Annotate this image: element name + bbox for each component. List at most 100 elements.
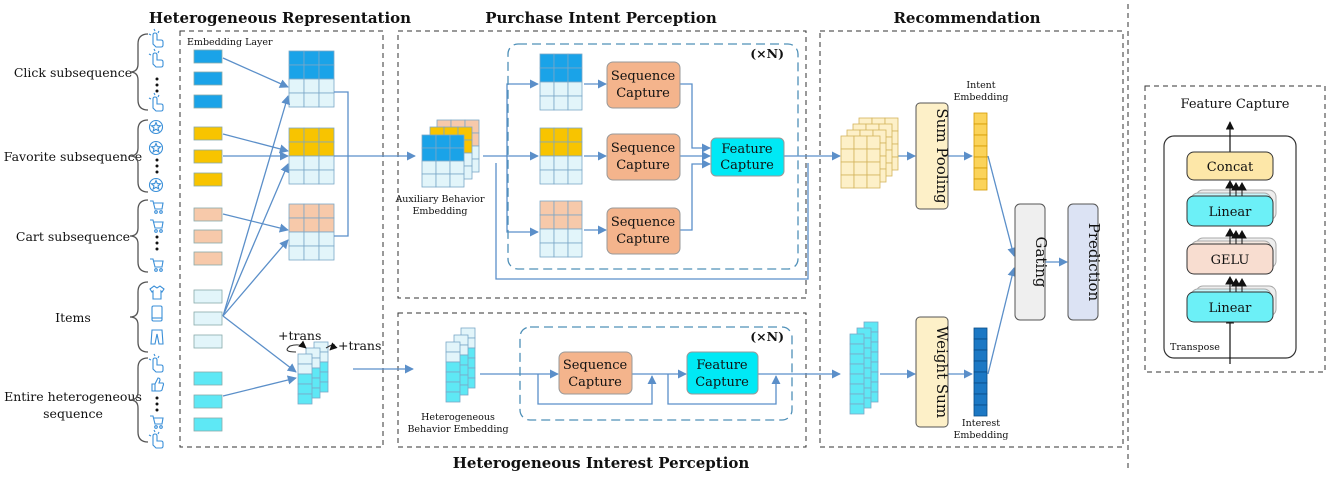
shirt-icon: [149, 285, 165, 300]
hetero-interest-repeat-frame: [519, 326, 793, 421]
hetero-emb-label-2: Behavior Embedding: [407, 424, 508, 435]
transposed-column: [313, 341, 329, 393]
hetero-repr-frame: [179, 30, 384, 448]
pi-favorite-grid: [539, 127, 583, 185]
svg-text:Linear: Linear: [1209, 301, 1253, 316]
cart-icon: [150, 415, 164, 429]
pooled-intent-grid: [840, 135, 881, 189]
intent-emb-label-2: Embedding: [953, 92, 1008, 103]
interest-emb-label-2: Embedding: [953, 430, 1008, 441]
prediction-box: Prediction: [1067, 203, 1103, 321]
aux-behavior-embedding: [421, 119, 480, 188]
embedding-layer-label: Embedding Layer: [187, 37, 273, 48]
embedding-cell: [193, 289, 223, 304]
embedding-cell: [193, 149, 223, 164]
svg-text:Sequence: Sequence: [611, 215, 676, 230]
aux-emb-label-1: Auxiliary Behavior: [394, 194, 485, 205]
hetero-behavior-column: [445, 341, 461, 403]
cart-icon: [150, 200, 164, 214]
fc-linear-bottom-box: Linear: [1186, 291, 1274, 323]
fc-inner-arrows: [1225, 179, 1247, 292]
input-icons: [148, 28, 165, 449]
feature-capture-panel-title: Feature Capture: [1181, 97, 1290, 112]
svg-text:Sequence: Sequence: [611, 141, 676, 156]
click-icon: [148, 28, 164, 48]
hetero-interest-title: Heterogeneous Interest Perception: [453, 454, 750, 472]
click-icon: [148, 92, 164, 112]
recommendation-title: Recommendation: [893, 9, 1040, 27]
aux-layer-1: [421, 134, 465, 188]
embedding-cell: [193, 94, 223, 109]
thumbs-up-icon: [151, 377, 165, 392]
embedding-cell: [193, 334, 223, 349]
phone-icon: [151, 305, 163, 322]
svg-text:Capture: Capture: [616, 86, 670, 101]
pi-cart-grid: [539, 200, 583, 258]
embedding-cell: [193, 417, 223, 432]
cart-icon: [150, 219, 164, 233]
svg-text:Capture: Capture: [720, 158, 774, 173]
svg-text:Capture: Capture: [568, 375, 622, 390]
intent-emb-label-1: Intent: [966, 80, 995, 91]
trans-loop-arrow-2: [325, 342, 338, 351]
embedding-cell: [193, 229, 223, 244]
embedding-grids: [288, 50, 583, 405]
seq-capture-box-1: Sequence Capture: [606, 61, 681, 109]
svg-text:Gating: Gating: [1032, 236, 1050, 287]
click-grid: [288, 50, 335, 108]
trans-label-2: +trans: [338, 338, 381, 353]
fc-linear-top-box: Linear: [1186, 195, 1274, 227]
svg-text:Feature: Feature: [721, 142, 773, 157]
transposed-column: [297, 353, 313, 405]
entire-sequence-label-2: sequence: [43, 406, 103, 421]
embedding-cell: [193, 71, 223, 86]
fc-transpose-label: Transpose: [1170, 342, 1220, 353]
favorite-grid: [288, 127, 335, 185]
trans-loop-arrow-1: [286, 340, 307, 353]
feature-capture-frame: [1144, 85, 1326, 373]
entire-sequence-label-1: Entire heterogeneous: [4, 389, 142, 404]
transposed-column: [305, 347, 321, 399]
svg-text:GELU: GELU: [1211, 253, 1250, 268]
fc-gelu-box: GELU: [1186, 243, 1274, 275]
svg-text:Weight Sum: Weight Sum: [933, 326, 951, 418]
favorite-icon: [148, 119, 164, 135]
svg-text:Concat: Concat: [1207, 160, 1254, 175]
click-icon: [148, 353, 164, 373]
click-icon: [148, 429, 164, 449]
hetero-interest-frame: [397, 312, 807, 448]
svg-text:Sequence: Sequence: [563, 358, 628, 373]
weight-sum-box: Weight Sum: [915, 316, 951, 428]
flow-arrows: [222, 57, 1068, 405]
svg-text:Sequence: Sequence: [611, 69, 676, 84]
feature-capture-box-top: Feature Capture: [710, 137, 785, 177]
times-n-bottom: (×N): [750, 329, 784, 344]
seq-capture-box-4: Sequence Capture: [558, 351, 633, 395]
purchase-intent-title: Purchase Intent Perception: [485, 9, 717, 27]
gating-box: Gating: [1014, 203, 1050, 321]
embedding-cell: [193, 207, 223, 222]
svg-text:Prediction: Prediction: [1085, 223, 1103, 302]
purchase-intent-repeat-frame: [507, 43, 799, 270]
embedding-cell: [193, 126, 223, 141]
svg-text:Capture: Capture: [616, 158, 670, 173]
embedding-cell: [193, 251, 223, 266]
svg-text:Capture: Capture: [695, 375, 749, 390]
svg-text:Capture: Capture: [616, 232, 670, 247]
embedding-cell: [193, 172, 223, 187]
click-subsequence-label: Click subsequence: [14, 65, 132, 80]
embedding-cell: [193, 371, 223, 386]
fc-concat-box: Concat: [1186, 151, 1274, 181]
cart-subsequence-label: Cart subsequence: [16, 229, 130, 244]
purchase-intent-frame: [397, 30, 807, 299]
input-braces: [129, 33, 149, 443]
hetero-emb-label-1: Heterogeneous: [421, 412, 495, 423]
trans-label-1: +trans: [278, 328, 321, 343]
cart-icon: [150, 258, 164, 272]
click-icon: [148, 48, 164, 68]
favorite-icon: [148, 177, 164, 193]
feature-capture-box-bottom: Feature Capture: [686, 351, 759, 395]
svg-text:Sum Pooling: Sum Pooling: [933, 108, 951, 204]
svg-text:Feature: Feature: [696, 358, 748, 373]
